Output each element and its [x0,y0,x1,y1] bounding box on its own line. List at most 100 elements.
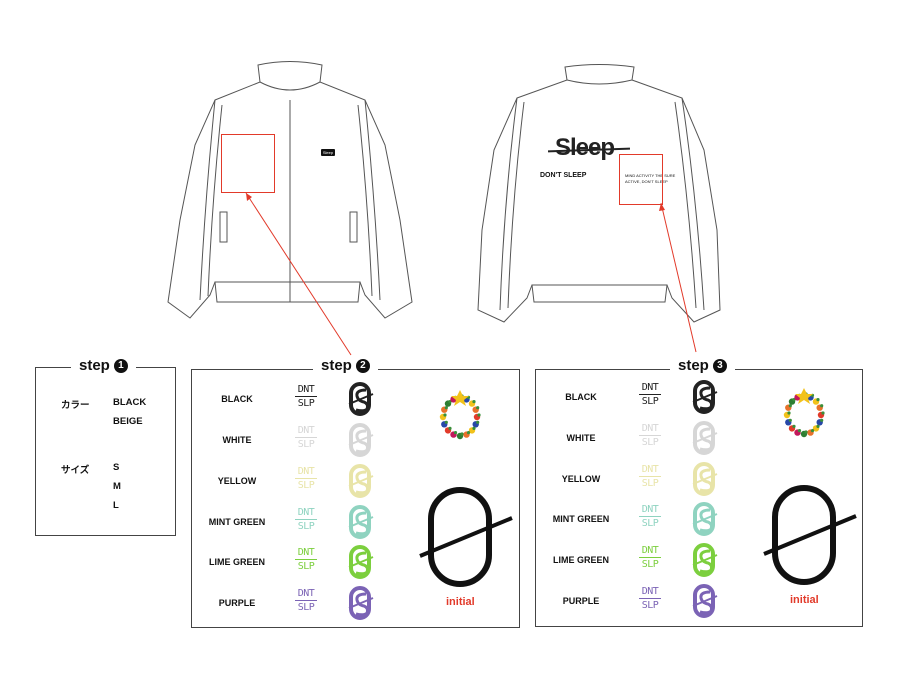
logo-top-text: DNT [297,547,315,558]
step3-ds-monogram-icon[interactable] [692,584,718,618]
step3-ds-monogram-icon[interactable] [692,380,718,414]
step2-option-label[interactable]: BLACK [221,394,253,404]
logo-bottom-text: SLP [641,559,659,570]
logo-divider [639,598,661,599]
step2-ds-monogram-icon[interactable] [348,586,374,620]
logo-bottom-text: SLP [641,478,659,489]
step3-dnt-slp-logo[interactable]: DNT SLP [639,423,661,448]
logo-top-text: DNT [641,382,659,393]
step2-option-label[interactable]: WHITE [222,435,252,445]
logo-divider [639,557,661,558]
logo-bottom-text: SLP [641,396,659,407]
logo-divider [295,396,317,397]
size-option-m[interactable]: M [113,481,121,492]
logo-divider [639,516,661,517]
step3-option-label[interactable]: YELLOW [561,474,601,484]
step2-initial-emblem-icon [419,487,513,587]
color-option-beige[interactable]: BEIGE [113,416,143,427]
step3-dnt-slp-logo[interactable]: DNT SLP [639,545,661,570]
step3-dnt-slp-logo[interactable]: DNT SLP [639,586,661,611]
size-option-s[interactable]: S [113,462,120,473]
logo-top-text: DNT [297,425,315,436]
step3-ds-monogram-icon[interactable] [692,462,718,496]
step2-option-label[interactable]: PURPLE [218,598,256,608]
logo-top-text: DNT [641,504,659,515]
logo-bottom-text: SLP [297,480,315,491]
step3-ds-monogram-icon[interactable] [692,543,718,577]
step2-ds-monogram-icon[interactable] [348,423,374,457]
front-print-area [221,134,275,193]
logo-bottom-text: SLP [641,600,659,611]
step1-title-text: step [79,357,110,374]
step3-flower-wreath-icon [783,388,825,438]
step2-dnt-slp-logo[interactable]: DNT SLP [295,588,317,613]
step2-title-text: step [321,357,352,374]
step2-ds-monogram-icon[interactable] [348,464,374,498]
back-subtext: DON'T SLEEP [540,172,587,179]
logo-divider [639,394,661,395]
logo-bottom-text: SLP [297,561,315,572]
color-option-black[interactable]: BLACK [113,397,147,408]
step1-panel [35,367,176,536]
step3-option-label[interactable]: LIME GREEN [552,555,609,565]
logo-divider [639,435,661,436]
logo-divider [639,476,661,477]
size-option-l[interactable]: L [113,500,119,511]
step2-ds-monogram-icon[interactable] [348,545,374,579]
step3-initial-emblem-icon [763,485,857,585]
back-print-area [619,154,663,205]
logo-top-text: DNT [297,588,315,599]
back-logo: Sleep [555,134,615,161]
logo-top-text: DNT [297,384,315,395]
step3-number: 3 [712,358,727,373]
step2-flower-wreath-icon [439,390,481,440]
step3-title-text: step [678,357,709,374]
back-small-line-2: ACTIVE, DON'T SLEEP [625,179,668,184]
back-small-line-1: MIND ACTIVITY THE SURE [625,173,676,178]
logo-top-text: DNT [641,545,659,556]
step1-title: step 1 [71,357,136,374]
step3-ds-monogram-icon[interactable] [692,502,718,536]
logo-top-text: DNT [641,464,659,475]
step2-option-label[interactable]: LIME GREEN [208,557,265,567]
logo-top-text: DNT [641,586,659,597]
logo-bottom-text: SLP [297,602,315,613]
logo-divider [295,437,317,438]
step2-ds-monogram-icon[interactable] [348,505,374,539]
size-label: サイズ [61,465,90,476]
step2-number: 2 [355,358,370,373]
logo-divider [295,519,317,520]
step2-option-label[interactable]: MINT GREEN [208,517,266,527]
logo-top-text: DNT [297,466,315,477]
step3-dnt-slp-logo[interactable]: DNT SLP [639,464,661,489]
step2-dnt-slp-logo[interactable]: DNT SLP [295,466,317,491]
front-tag: Sleep [321,149,335,156]
logo-bottom-text: SLP [297,398,315,409]
step3-ds-monogram-icon[interactable] [692,421,718,455]
step3-option-label[interactable]: BLACK [565,392,597,402]
step3-option-label[interactable]: PURPLE [562,596,600,606]
logo-bottom-text: SLP [297,521,315,532]
step3-initial-label: initial [790,594,819,606]
step3-dnt-slp-logo[interactable]: DNT SLP [639,504,661,529]
step1-number: 1 [113,358,128,373]
logo-bottom-text: SLP [641,437,659,448]
logo-divider [295,478,317,479]
step2-option-label[interactable]: YELLOW [217,476,257,486]
step3-option-label[interactable]: WHITE [566,433,596,443]
step2-dnt-slp-logo[interactable]: DNT SLP [295,384,317,409]
step2-dnt-slp-logo[interactable]: DNT SLP [295,547,317,572]
step2-initial-label: initial [446,596,475,608]
step2-ds-monogram-icon[interactable] [348,382,374,416]
step3-option-label[interactable]: MINT GREEN [552,514,610,524]
back-jacket-illustration [477,64,721,323]
step3-title: step 3 [670,357,735,374]
step3-dnt-slp-logo[interactable]: DNT SLP [639,382,661,407]
logo-top-text: DNT [641,423,659,434]
logo-bottom-text: SLP [641,518,659,529]
logo-divider [295,600,317,601]
logo-divider [295,559,317,560]
